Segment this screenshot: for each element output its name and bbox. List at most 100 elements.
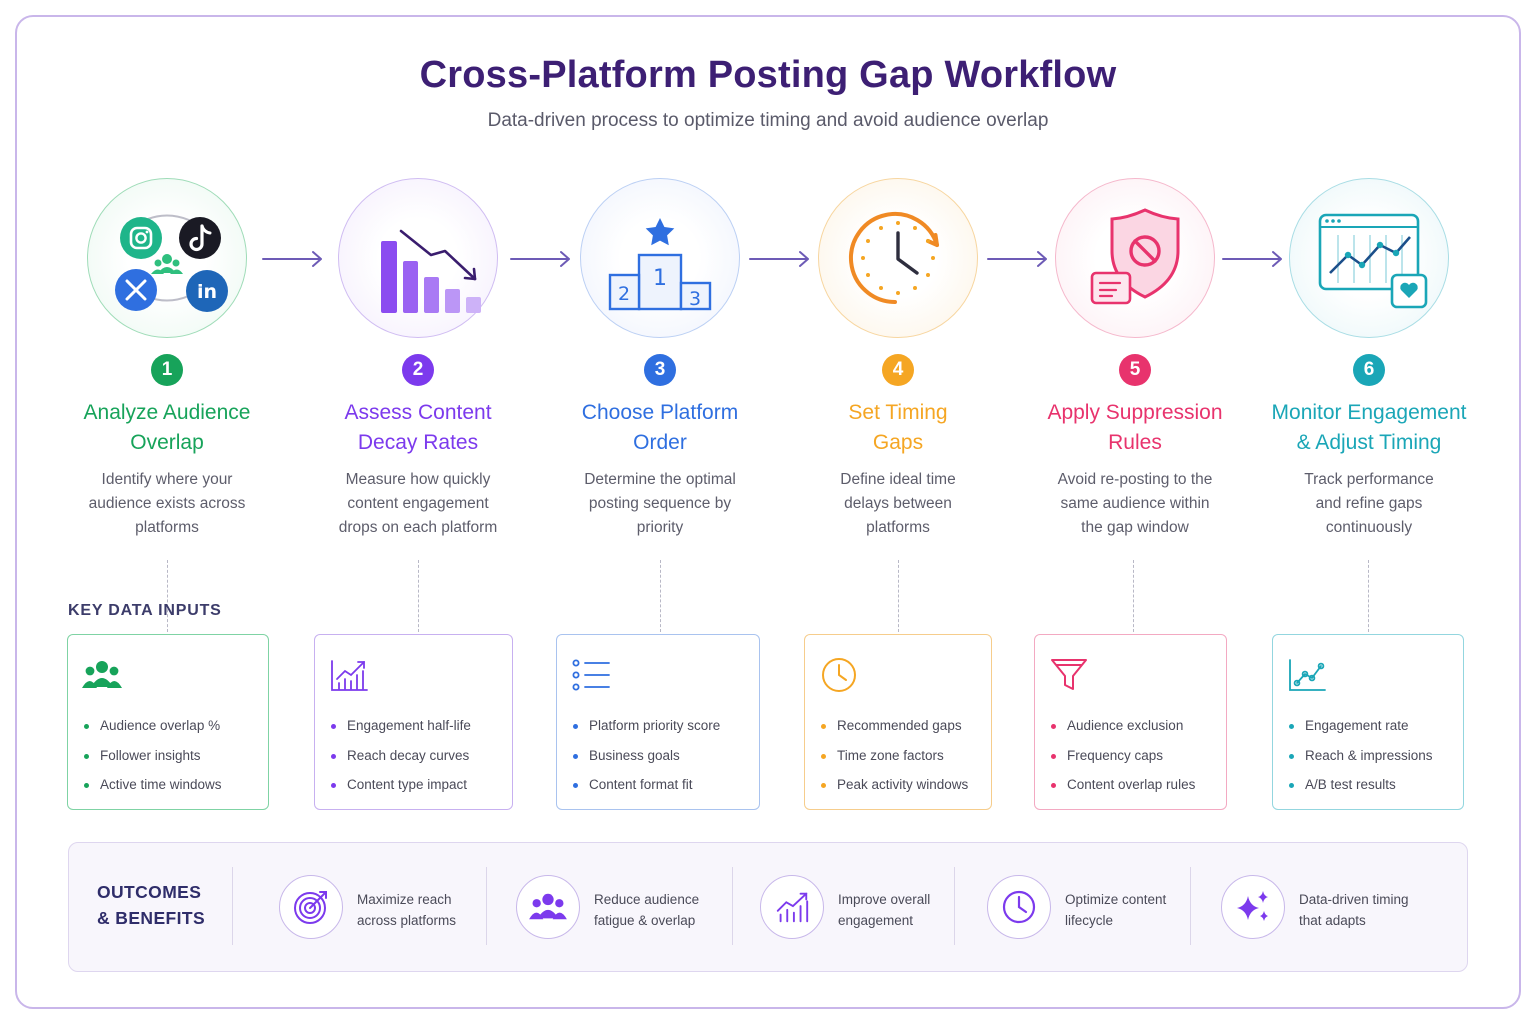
step-1-number: 1	[151, 354, 183, 386]
outcome-text: Data-driven timing that adapts	[1299, 892, 1409, 928]
priority-list-icon	[572, 659, 610, 691]
step-connector	[898, 560, 899, 632]
input-item: Content type impact	[329, 770, 471, 800]
arrow-right-icon	[262, 251, 322, 267]
input-item: Engagement half-life	[329, 711, 471, 741]
step-5-description: Avoid re-posting to the same audience wi…	[1057, 471, 1213, 536]
divider	[1190, 867, 1191, 945]
sparkles-icon	[1237, 891, 1268, 921]
step-2-title: Assess Content Decay Rates	[344, 401, 492, 454]
step-3-title: Choose Platform Order	[581, 401, 739, 454]
step-connector	[660, 560, 661, 632]
input-item: Engagement rate	[1287, 711, 1433, 741]
step-apply-suppression-rules: 5 Apply Suppression Rules Avoid re-posti…	[1010, 178, 1260, 548]
input-list: Recommended gaps Time zone factors Peak …	[819, 711, 968, 800]
input-item: Recommended gaps	[819, 711, 968, 741]
divider	[954, 867, 955, 945]
clock-icon	[848, 212, 939, 304]
step-connector	[1133, 560, 1134, 632]
step-6-description: Track performance and refine gaps contin…	[1304, 471, 1434, 536]
step-connector	[1368, 560, 1369, 632]
instagram-icon	[120, 217, 162, 259]
social-platforms-icon: in	[115, 214, 228, 312]
x-icon	[115, 269, 157, 311]
input-item: Reach & impressions	[1287, 741, 1433, 771]
input-card-timing: Recommended gaps Time zone factors Peak …	[804, 634, 992, 810]
outcome-text: Reduce audience fatigue & overlap	[594, 892, 700, 928]
line-chart-icon	[1289, 659, 1326, 691]
shield-block-icon	[1090, 208, 1180, 305]
outcome-icon-circle	[279, 875, 343, 939]
input-item: A/B test results	[1287, 770, 1433, 800]
input-item: Time zone factors	[819, 741, 968, 771]
step-3-number: 3	[644, 354, 676, 386]
step-set-timing-gaps: 4 Set Timing Gaps Define ideal time dela…	[773, 178, 1023, 548]
growth-chart-icon	[776, 892, 809, 923]
svg-text:1: 1	[653, 266, 667, 291]
divider	[486, 867, 487, 945]
step-6-number: 6	[1353, 354, 1385, 386]
input-item: Audience overlap %	[82, 711, 222, 741]
input-card-suppression: Audience exclusion Frequency caps Conten…	[1034, 634, 1227, 810]
step-4-number: 4	[882, 354, 914, 386]
step-4-title: Set Timing Gaps	[848, 401, 948, 454]
input-item: Active time windows	[82, 770, 222, 800]
arrow-right-icon	[510, 251, 570, 267]
step-5-number: 5	[1119, 354, 1151, 386]
svg-text:2: 2	[618, 283, 630, 305]
outcome-icon-circle	[760, 875, 824, 939]
outcome-data-driven-timing: Data-driven timing that adapts	[1221, 872, 1441, 942]
step-1-icon-circle: in	[87, 178, 247, 338]
divider	[232, 867, 233, 945]
step-3-icon-circle: 1 2 3	[580, 178, 740, 338]
tiktok-icon	[179, 217, 221, 259]
target-icon	[294, 891, 327, 924]
step-analyze-audience-overlap: in 1 Analyze Audience Overlap Identify w…	[42, 178, 292, 548]
input-item: Frequency caps	[1049, 741, 1195, 771]
svg-text:in: in	[197, 281, 217, 303]
analytics-dashboard-icon	[1318, 213, 1428, 309]
clock-icon	[822, 658, 856, 692]
outcome-optimize-lifecycle: Optimize content lifecycle	[987, 872, 1197, 942]
input-item: Business goals	[571, 741, 720, 771]
step-2-number: 2	[402, 354, 434, 386]
step-3-description: Determine the optimal posting sequence b…	[584, 471, 736, 536]
step-6-title: Monitor Engagement & Adjust Timing	[1271, 401, 1467, 454]
outcome-maximize-reach: Maximize reach across platforms	[279, 872, 489, 942]
page-subtitle: Data-driven process to optimize timing a…	[487, 110, 1049, 131]
outcome-icon-circle	[987, 875, 1051, 939]
growth-chart-icon	[331, 660, 368, 691]
step-assess-content-decay: 2 Assess Content Decay Rates Measure how…	[293, 178, 543, 548]
key-inputs-label: KEY DATA INPUTS	[68, 602, 222, 619]
decay-bar-chart-icon	[381, 229, 481, 313]
input-item: Content format fit	[571, 770, 720, 800]
step-choose-platform-order: 1 2 3 3 Choose Platform Order Determine …	[535, 178, 785, 548]
input-list: Engagement half-life Reach decay curves …	[329, 711, 471, 800]
input-item: Content overlap rules	[1049, 770, 1195, 800]
input-item: Reach decay curves	[329, 741, 471, 771]
input-item: Platform priority score	[571, 711, 720, 741]
step-5-icon-circle	[1055, 178, 1215, 338]
step-6-icon-circle	[1289, 178, 1449, 338]
step-4-icon-circle	[818, 178, 978, 338]
step-monitor-engagement: 6 Monitor Engagement & Adjust Timing Tra…	[1244, 178, 1494, 548]
page-title: Cross-Platform Posting Gap Workflow	[419, 54, 1117, 96]
group-icon	[529, 893, 567, 920]
input-list: Audience overlap % Follower insights Act…	[82, 711, 222, 800]
input-list: Engagement rate Reach & impressions A/B …	[1287, 711, 1433, 800]
input-card-decay: Engagement half-life Reach decay curves …	[314, 634, 513, 810]
step-4-description: Define ideal time delays between platfor…	[840, 471, 956, 536]
linkedin-icon: in	[186, 270, 228, 312]
outcome-improve-engagement: Improve overall engagement	[760, 872, 970, 942]
step-2-description: Measure how quickly content engagement d…	[338, 471, 498, 536]
clock-icon	[1002, 890, 1036, 924]
outcomes-title: OUTCOMES & BENEFITS	[97, 882, 206, 928]
input-card-audience: Audience overlap % Follower insights Act…	[67, 634, 269, 810]
input-card-priority: Platform priority score Business goals C…	[556, 634, 760, 810]
outcome-icon-circle	[516, 875, 580, 939]
input-item: Audience exclusion	[1049, 711, 1195, 741]
arrow-right-icon	[987, 251, 1047, 267]
arrow-right-icon	[749, 251, 809, 267]
outcomes-panel: OUTCOMES & BENEFITS Maximize reach acros…	[68, 842, 1468, 972]
outcome-text: Improve overall engagement	[838, 892, 931, 928]
